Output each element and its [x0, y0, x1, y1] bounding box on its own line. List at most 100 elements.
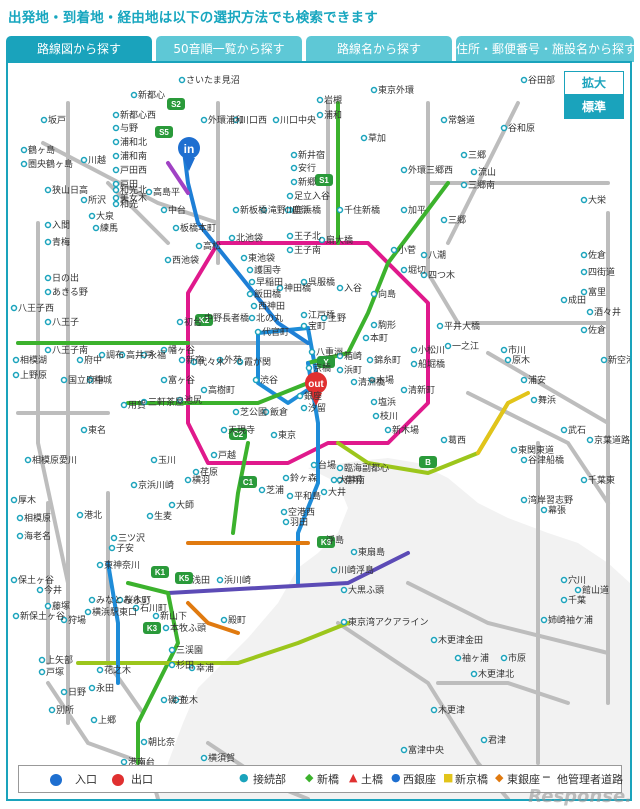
station-label[interactable]: 武石	[568, 424, 586, 435]
station-dot[interactable]	[310, 461, 318, 469]
station-label[interactable]: みなとみらい	[96, 595, 150, 605]
station-dot[interactable]	[400, 746, 408, 754]
station-dot[interactable]	[118, 351, 126, 359]
station-label[interactable]: 飯田橋	[254, 288, 281, 299]
station-label[interactable]: 子安	[116, 542, 134, 553]
station-dot[interactable]	[10, 576, 18, 584]
station-dot[interactable]	[48, 706, 56, 714]
station-label[interactable]: 大黒ふ頭	[348, 584, 384, 595]
station-label[interactable]: 浦和南	[120, 150, 147, 161]
station-dot[interactable]	[270, 431, 278, 439]
station-label[interactable]: 塩浜	[378, 396, 396, 407]
station-dot[interactable]	[112, 194, 120, 202]
station-label[interactable]: 入谷	[344, 283, 362, 293]
station-label[interactable]: 所沢	[88, 194, 106, 205]
station-label[interactable]: 池尻	[184, 394, 202, 405]
station-label[interactable]: 浅田	[192, 574, 210, 585]
station-label[interactable]: 小菅	[398, 244, 416, 255]
station-dot[interactable]	[220, 426, 228, 434]
station-dot[interactable]	[88, 684, 96, 692]
station-dot[interactable]	[200, 754, 208, 762]
station-label[interactable]: 浦和	[324, 109, 342, 120]
station-dot[interactable]	[444, 342, 452, 350]
station-label[interactable]: 富ヶ谷	[168, 374, 195, 385]
station-label[interactable]: 大師	[176, 499, 194, 510]
station-label[interactable]: 錦糸町	[374, 354, 401, 365]
station-dot[interactable]	[290, 178, 298, 186]
station-label[interactable]: 東関東道	[518, 444, 554, 455]
station-dot[interactable]	[248, 278, 256, 286]
station-dot[interactable]	[76, 356, 84, 364]
station-dot[interactable]	[145, 188, 153, 196]
station-label[interactable]: 上矢部	[46, 654, 73, 665]
station-dot[interactable]	[178, 356, 186, 364]
station-dot[interactable]	[436, 322, 444, 330]
station-dot[interactable]	[36, 586, 44, 594]
station-label[interactable]: 狭山日高	[52, 184, 88, 195]
station-label[interactable]: 新保土ヶ谷	[20, 610, 65, 621]
station-label[interactable]: 相模原	[24, 512, 51, 523]
station-label[interactable]: 佐倉	[588, 324, 606, 335]
station-label[interactable]: 三郷	[468, 150, 486, 160]
station-dot[interactable]	[340, 586, 348, 594]
station-label[interactable]: 大栄	[588, 194, 606, 205]
station-label[interactable]: 三軒茶屋	[148, 396, 184, 407]
station-label[interactable]: 富里	[588, 286, 606, 297]
station-label[interactable]: 羽田	[290, 517, 308, 527]
station-label[interactable]: 穴川	[568, 574, 586, 585]
station-label[interactable]: 青梅	[52, 236, 70, 247]
station-dot[interactable]	[360, 134, 368, 142]
station-dot[interactable]	[372, 412, 380, 420]
station-label[interactable]: 谷津船橋	[528, 454, 564, 465]
station-label[interactable]: 鹿浜橋	[294, 204, 321, 215]
station-label[interactable]: 海老名	[24, 530, 51, 541]
station-label[interactable]: 花之木	[104, 664, 131, 675]
station-dot[interactable]	[460, 151, 468, 159]
station-label[interactable]: 代官町	[262, 326, 289, 337]
station-label[interactable]: 国立府中	[68, 374, 104, 385]
station-label[interactable]: 早稲田	[256, 276, 283, 287]
station-label[interactable]: 東京外環	[378, 84, 414, 95]
station-label[interactable]: 草加	[368, 132, 386, 143]
station-label[interactable]: 富津中央	[408, 744, 444, 755]
station-dot[interactable]	[130, 481, 138, 489]
station-label[interactable]: 朝比奈	[148, 736, 175, 747]
station-dot[interactable]	[440, 116, 448, 124]
station-dot[interactable]	[300, 311, 308, 319]
station-dot[interactable]	[232, 408, 240, 416]
station-label[interactable]: 市川	[508, 344, 526, 355]
station-dot[interactable]	[112, 152, 120, 160]
station-label[interactable]: 高樹町	[208, 384, 235, 395]
station-label[interactable]: 殿町	[228, 615, 246, 625]
station-label[interactable]: 大井南	[338, 474, 365, 485]
station-dot[interactable]	[580, 268, 588, 276]
station-label[interactable]: 浦安	[528, 374, 546, 385]
station-dot[interactable]	[520, 496, 528, 504]
zoom-in-button[interactable]: 拡大	[564, 71, 624, 95]
station-dot[interactable]	[176, 396, 184, 404]
station-label[interactable]: 浜川崎	[224, 574, 251, 585]
station-dot[interactable]	[162, 624, 170, 632]
station-dot[interactable]	[258, 486, 266, 494]
station-dot[interactable]	[216, 576, 224, 584]
tab-alphabetical-list[interactable]: 50音順一覧から探す	[156, 36, 302, 62]
station-label[interactable]: 新都心	[138, 89, 165, 100]
station-label[interactable]: 三郷	[448, 215, 466, 225]
station-dot[interactable]	[130, 91, 138, 99]
station-dot[interactable]	[500, 346, 508, 354]
station-label[interactable]: 戸越	[218, 449, 236, 460]
station-label[interactable]: 谷和原	[508, 123, 535, 133]
station-label[interactable]: 浮島	[326, 534, 344, 545]
station-dot[interactable]	[510, 446, 518, 454]
station-dot[interactable]	[262, 408, 270, 416]
station-label[interactable]: 東名	[88, 424, 106, 435]
station-label[interactable]: 木更津金田	[438, 634, 483, 645]
station-dot[interactable]	[286, 492, 294, 500]
station-dot[interactable]	[188, 664, 196, 672]
station-dot[interactable]	[76, 511, 84, 519]
station-label[interactable]: 川口西	[240, 115, 267, 125]
station-label[interactable]: 今井	[44, 584, 62, 595]
station-label[interactable]: 高島平	[153, 186, 180, 197]
station-label[interactable]: 玉川	[158, 455, 176, 465]
station-label[interactable]: 岩槻	[324, 94, 342, 105]
